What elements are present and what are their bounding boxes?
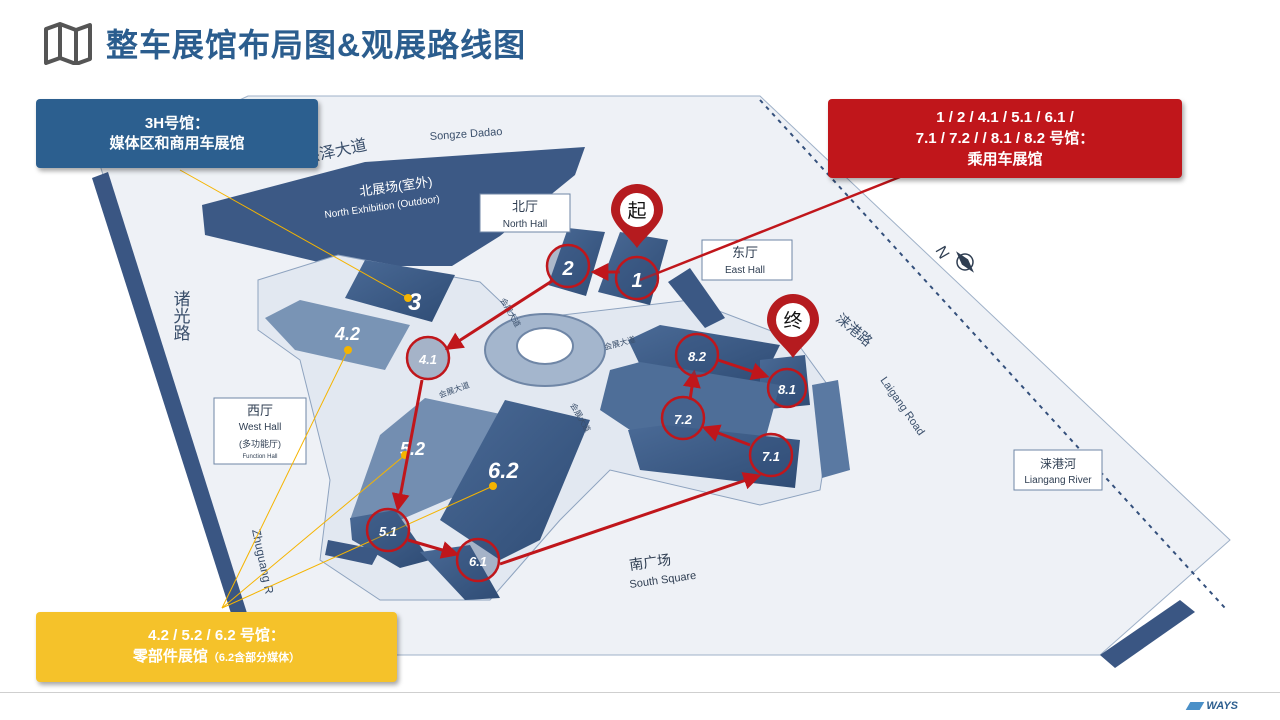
start-pin-icon: 起 [611, 184, 663, 248]
footer-divider [0, 692, 1280, 693]
parts-callout-line2-wrap: 零部件展馆（6.2含部分媒体） [36, 646, 397, 669]
parts-callout-note: （6.2含部分媒体） [207, 652, 301, 664]
media-callout-line2: 媒体区和商用车展馆 [109, 134, 245, 152]
brand-logo: WAYS [1186, 700, 1238, 712]
liangang-river-cn: 涞港河 [1040, 457, 1076, 471]
hall-label-6-2: 6.2 [488, 458, 519, 483]
parts-callout-line2: 零部件展馆 [132, 648, 208, 665]
east-hall-box[interactable]: 东厅 East Hall [701, 239, 793, 281]
route-stop-7-2-label: 7.2 [674, 412, 693, 427]
hall-1[interactable] [598, 232, 668, 305]
hall-east-block [668, 268, 725, 328]
route-stop-8-2-label: 8.2 [688, 349, 707, 364]
west-hall-en: West Hall [239, 422, 282, 433]
passenger-leader-line [639, 173, 906, 282]
route-stop-4-1[interactable]: 4.1 [405, 335, 451, 381]
west-hall-sub-en: Function Hall [242, 454, 277, 460]
start-label: 起 [627, 200, 646, 222]
route-stop-1-label: 1 [631, 270, 642, 292]
route-stop-7-1-label: 7.1 [762, 449, 780, 464]
route-stop-7-2[interactable]: 7.2 [660, 395, 706, 441]
compass-letter: N [932, 244, 953, 263]
route-stop-2-label: 2 [561, 258, 573, 280]
parts-callout-line1: 4.2 / 5.2 / 6.2 号馆： [148, 627, 285, 644]
west-hall-box[interactable]: 西厅 West Hall (多功能厅) Function Hall [213, 397, 307, 465]
map-icon [44, 22, 92, 65]
hall-5-1[interactable] [350, 510, 430, 568]
media-callout-line1: 3H号馆： [144, 114, 210, 132]
south-square-cn: 南广场 [628, 551, 672, 573]
hall-8-2[interactable] [628, 325, 780, 385]
route-stop-8-2[interactable]: 8.2 [674, 332, 720, 378]
liangang-river-box[interactable]: 涞港河 Liangang River [1013, 449, 1103, 491]
east-hall-cn: 东厅 [732, 245, 758, 260]
route-stop-5-1-label: 5.1 [379, 524, 397, 539]
page-title: 整车展馆布局图&观展路线图 [106, 27, 527, 63]
route-stop-1[interactable]: 1 [614, 255, 660, 301]
hall-east-strip [812, 380, 850, 478]
tour-route [391, 263, 770, 566]
zhuguang-road-cn: 诸光路 [171, 290, 191, 341]
east-hall-en: East Hall [725, 265, 765, 276]
passenger-callout: 1 / 2 / 4.1 / 5.1 / 6.1 / 7.1 / 7.2 / / … [828, 99, 1182, 178]
end-label: 终 [783, 310, 802, 332]
parts-callout: 4.2 / 5.2 / 6.2 号馆： 零部件展馆（6.2含部分媒体） [36, 612, 397, 682]
route-stop-7-1[interactable]: 7.1 [748, 432, 794, 478]
hall-label-3: 3 [408, 289, 422, 316]
central-ring[interactable] [484, 313, 606, 387]
passenger-callout-line2: 7.1 / 7.2 / / 8.1 / 8.2 号馆： [915, 130, 1095, 147]
liangang-river-en: Liangang River [1024, 475, 1092, 486]
hall-west-strip [325, 540, 380, 565]
route-stop-8-1[interactable]: 8.1 [766, 367, 808, 409]
songze-road-en: Songze Dadao [429, 126, 502, 143]
passenger-callout-line1: 1 / 2 / 4.1 / 5.1 / 6.1 / [936, 109, 1074, 126]
hall-4-2[interactable] [265, 300, 410, 370]
west-hall-cn: 西厅 [247, 403, 273, 418]
route-stop-2[interactable]: 2 [545, 243, 591, 289]
route-stop-6-1-label: 6.1 [469, 554, 487, 569]
route-stop-5-1[interactable]: 5.1 [365, 507, 411, 553]
brand-name: WAYS [1206, 700, 1238, 712]
route-stop-8-1-label: 8.1 [778, 382, 796, 397]
north-hall-cn: 北厅 [512, 199, 538, 214]
route-stop-4-1-label: 4.1 [418, 352, 437, 367]
north-hall-box[interactable]: 北厅 North Hall [479, 193, 571, 233]
hall-3[interactable] [345, 260, 455, 322]
hall-7-2[interactable] [600, 362, 780, 440]
media-callout: 3H号馆： 媒体区和商用车展馆 [36, 99, 318, 168]
west-hall-sub-cn: (多功能厅) [239, 438, 281, 449]
passenger-callout-line3: 乘用车展馆 [967, 151, 1043, 168]
route-stop-6-1[interactable]: 6.1 [455, 537, 501, 583]
end-pin-icon: 终 [767, 294, 819, 358]
parts-leader-lines [179, 169, 494, 609]
hall-6-2[interactable] [440, 400, 590, 560]
page-header: 整车展馆布局图&观展路线图 [42, 18, 526, 68]
north-hall-en: North Hall [503, 219, 547, 230]
brand-mark-icon [1186, 702, 1205, 711]
hall-label-4-2: 4.2 [334, 324, 360, 344]
